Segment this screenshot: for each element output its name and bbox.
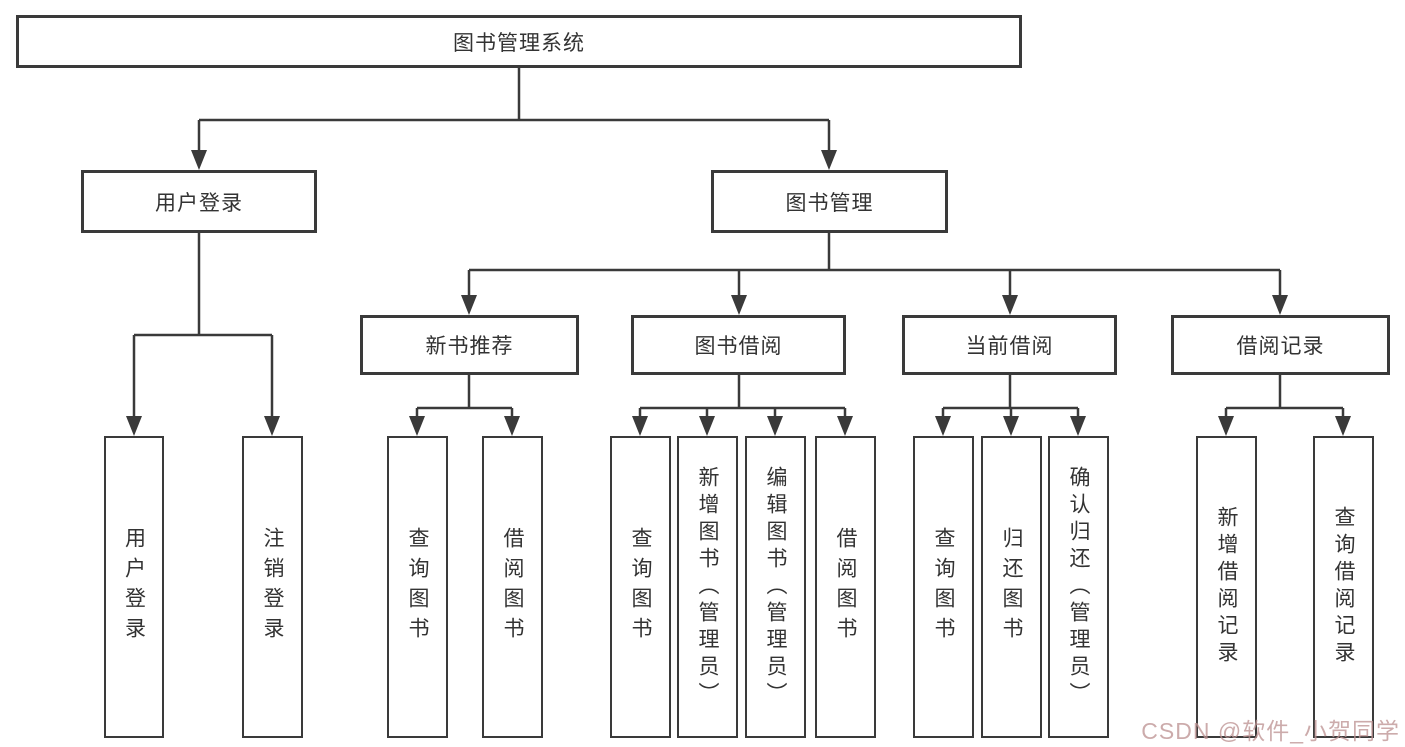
- leaf-add-book-admin: 新增图书（管理员）: [677, 436, 738, 738]
- node-book-management: 图书管理: [711, 170, 948, 233]
- leaf-return-book: 归还图书: [981, 436, 1042, 738]
- node-user-login: 用户登录: [81, 170, 317, 233]
- leaf-borrow-book: 借阅图书: [815, 436, 876, 738]
- leaf-logout: 注销登录: [242, 436, 303, 738]
- leaf-user-login: 用户登录: [104, 436, 164, 738]
- node-root-system: 图书管理系统: [16, 15, 1022, 68]
- leaf-confirm-return-admin: 确认归还（管理员）: [1048, 436, 1109, 738]
- leaf-edit-book-admin: 编辑图书（管理员）: [745, 436, 806, 738]
- leaf-query-book-recommend: 查询图书: [387, 436, 448, 738]
- leaf-query-borrow-record: 查询借阅记录: [1313, 436, 1374, 738]
- node-new-book-recommend: 新书推荐: [360, 315, 579, 375]
- node-book-borrow: 图书借阅: [631, 315, 846, 375]
- leaf-query-book-current: 查询图书: [913, 436, 974, 738]
- leaf-query-book-borrow: 查询图书: [610, 436, 671, 738]
- leaf-borrow-book-recommend: 借阅图书: [482, 436, 543, 738]
- node-current-borrow: 当前借阅: [902, 315, 1117, 375]
- node-borrow-records: 借阅记录: [1171, 315, 1390, 375]
- csdn-watermark: CSDN @软件_小贺同学: [1141, 718, 1400, 744]
- leaf-add-borrow-record: 新增借阅记录: [1196, 436, 1257, 738]
